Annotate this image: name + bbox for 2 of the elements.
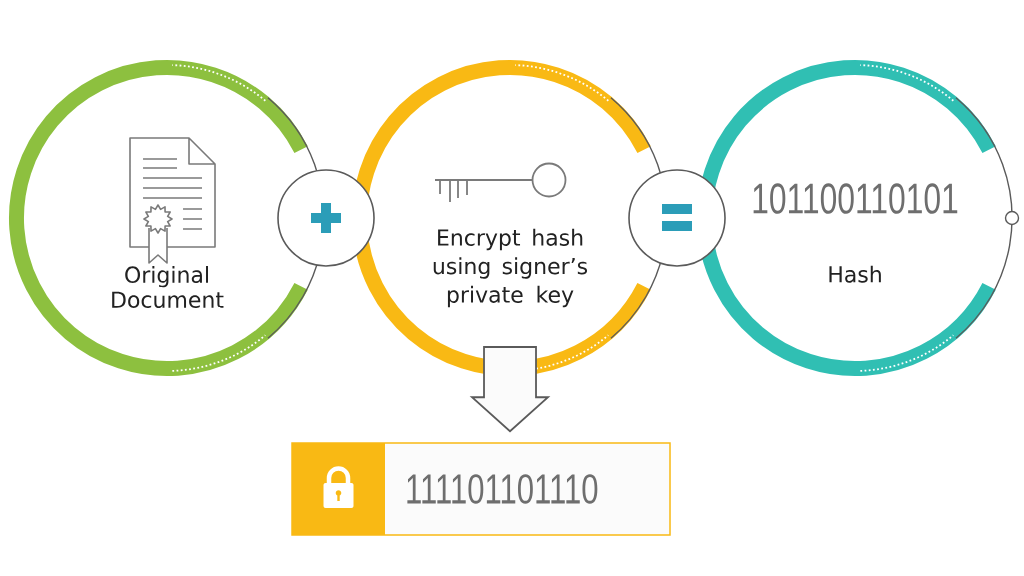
value-box: 111101101110 — [291, 442, 671, 536]
block-arrow — [469, 346, 551, 433]
